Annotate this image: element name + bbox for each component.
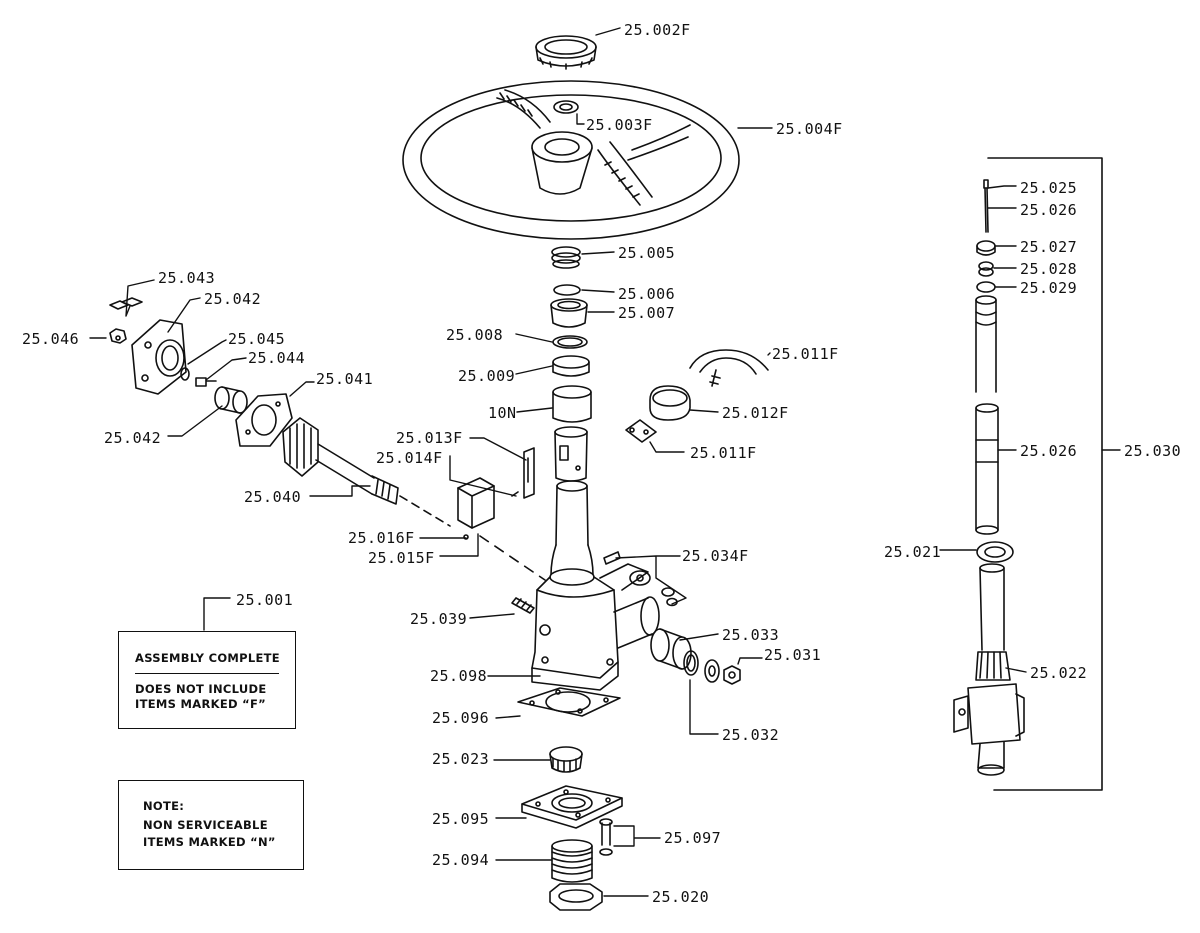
label-25-020: 25.020	[652, 888, 710, 906]
label-25-008: 25.008	[446, 326, 504, 344]
label-25-006: 25.006	[618, 285, 676, 303]
label-25-094: 25.094	[432, 851, 490, 869]
label-25-033: 25.033	[722, 626, 780, 644]
steering-wheel	[402, 80, 740, 240]
assembly-note-box: ASSEMBLY COMPLETE DOES NOT INCLUDE ITEMS…	[118, 631, 296, 729]
side-bushing-parts	[650, 628, 741, 685]
label-25-014F: 25.014F	[376, 449, 443, 467]
label-25-097: 25.097	[664, 829, 722, 847]
column-top-parts	[550, 246, 594, 576]
label-25-011F-bracket: 25.011F	[690, 444, 757, 462]
assembly-path	[479, 535, 546, 581]
label-25-044: 25.044	[248, 349, 306, 367]
label-25-005: 25.005	[618, 244, 676, 262]
note-title: NOTE:	[143, 799, 185, 813]
switch-013F	[511, 447, 535, 499]
shaft-040	[282, 417, 451, 527]
label-10N: 10N	[488, 404, 517, 422]
note-line2: ITEMS MARKED “N”	[143, 835, 276, 849]
label-25-026-top: 25.026	[1020, 201, 1078, 219]
relay-015F	[457, 477, 495, 540]
screw-039	[511, 597, 535, 614]
label-25-098: 25.098	[430, 667, 488, 685]
label-25-043: 25.043	[158, 269, 216, 287]
label-25-011F-ubolt: 25.011F	[772, 345, 839, 363]
mount-bracket	[109, 297, 293, 447]
label-25-030: 25.030	[1124, 442, 1182, 460]
ubolt-011F	[689, 349, 769, 387]
label-25-021: 25.021	[884, 543, 942, 561]
group-bracket-030	[987, 157, 1103, 791]
label-25-095: 25.095	[432, 810, 490, 828]
plate-095	[521, 785, 623, 829]
label-25-045: 25.045	[228, 330, 286, 348]
label-25-027: 25.027	[1020, 238, 1078, 256]
label-25-032: 25.032	[722, 726, 780, 744]
right-shaft-assembly	[953, 179, 1025, 776]
label-25-029: 25.029	[1020, 279, 1078, 297]
horn-cap	[535, 35, 597, 70]
label-25-034F: 25.034F	[682, 547, 749, 565]
label-25-016F: 25.016F	[348, 529, 415, 547]
label-25-001: 25.001	[236, 591, 294, 609]
label-25-042-bushing: 25.042	[104, 429, 162, 447]
label-25-004F: 25.004F	[776, 120, 843, 138]
gear-023	[549, 746, 583, 773]
assembly-complete-title: ASSEMBLY COMPLETE	[135, 651, 280, 665]
label-25-003F: 25.003F	[586, 116, 653, 134]
clamp-012F	[649, 385, 691, 421]
screws-034F	[603, 551, 678, 607]
note-line1: NON SERVICEABLE	[143, 818, 268, 832]
gasket-096	[517, 687, 621, 717]
label-25-022: 25.022	[1030, 664, 1088, 682]
label-25-013F: 25.013F	[396, 429, 463, 447]
bracket-011F	[625, 419, 657, 443]
bolts-097	[599, 818, 613, 856]
label-25-028: 25.028	[1020, 260, 1078, 278]
nut-020	[549, 883, 603, 911]
assembly-note-divider	[135, 673, 279, 674]
label-25-023: 25.023	[432, 750, 490, 768]
label-25-042-bracket: 25.042	[204, 290, 262, 308]
label-25-002F: 25.002F	[624, 21, 691, 39]
label-25-096: 25.096	[432, 709, 490, 727]
label-25-031: 25.031	[764, 646, 822, 664]
sleeve-094	[551, 839, 593, 883]
label-25-015F: 25.015F	[368, 549, 435, 567]
label-25-040: 25.040	[244, 488, 302, 506]
assembly-note-line1: DOES NOT INCLUDE	[135, 682, 267, 696]
label-25-025: 25.025	[1020, 179, 1078, 197]
label-25-039: 25.039	[410, 610, 468, 628]
label-25-009: 25.009	[458, 367, 516, 385]
label-25-012F: 25.012F	[722, 404, 789, 422]
nonserviceable-note-box: NOTE: NON SERVICEABLE ITEMS MARKED “N”	[118, 780, 304, 870]
label-25-046: 25.046	[22, 330, 80, 348]
label-25-007: 25.007	[618, 304, 676, 322]
label-25-041: 25.041	[316, 370, 374, 388]
gearbox	[531, 563, 660, 691]
leader-lines	[89, 27, 1121, 897]
assembly-note-line2: ITEMS MARKED “F”	[135, 697, 266, 711]
label-25-026-tube: 25.026	[1020, 442, 1078, 460]
